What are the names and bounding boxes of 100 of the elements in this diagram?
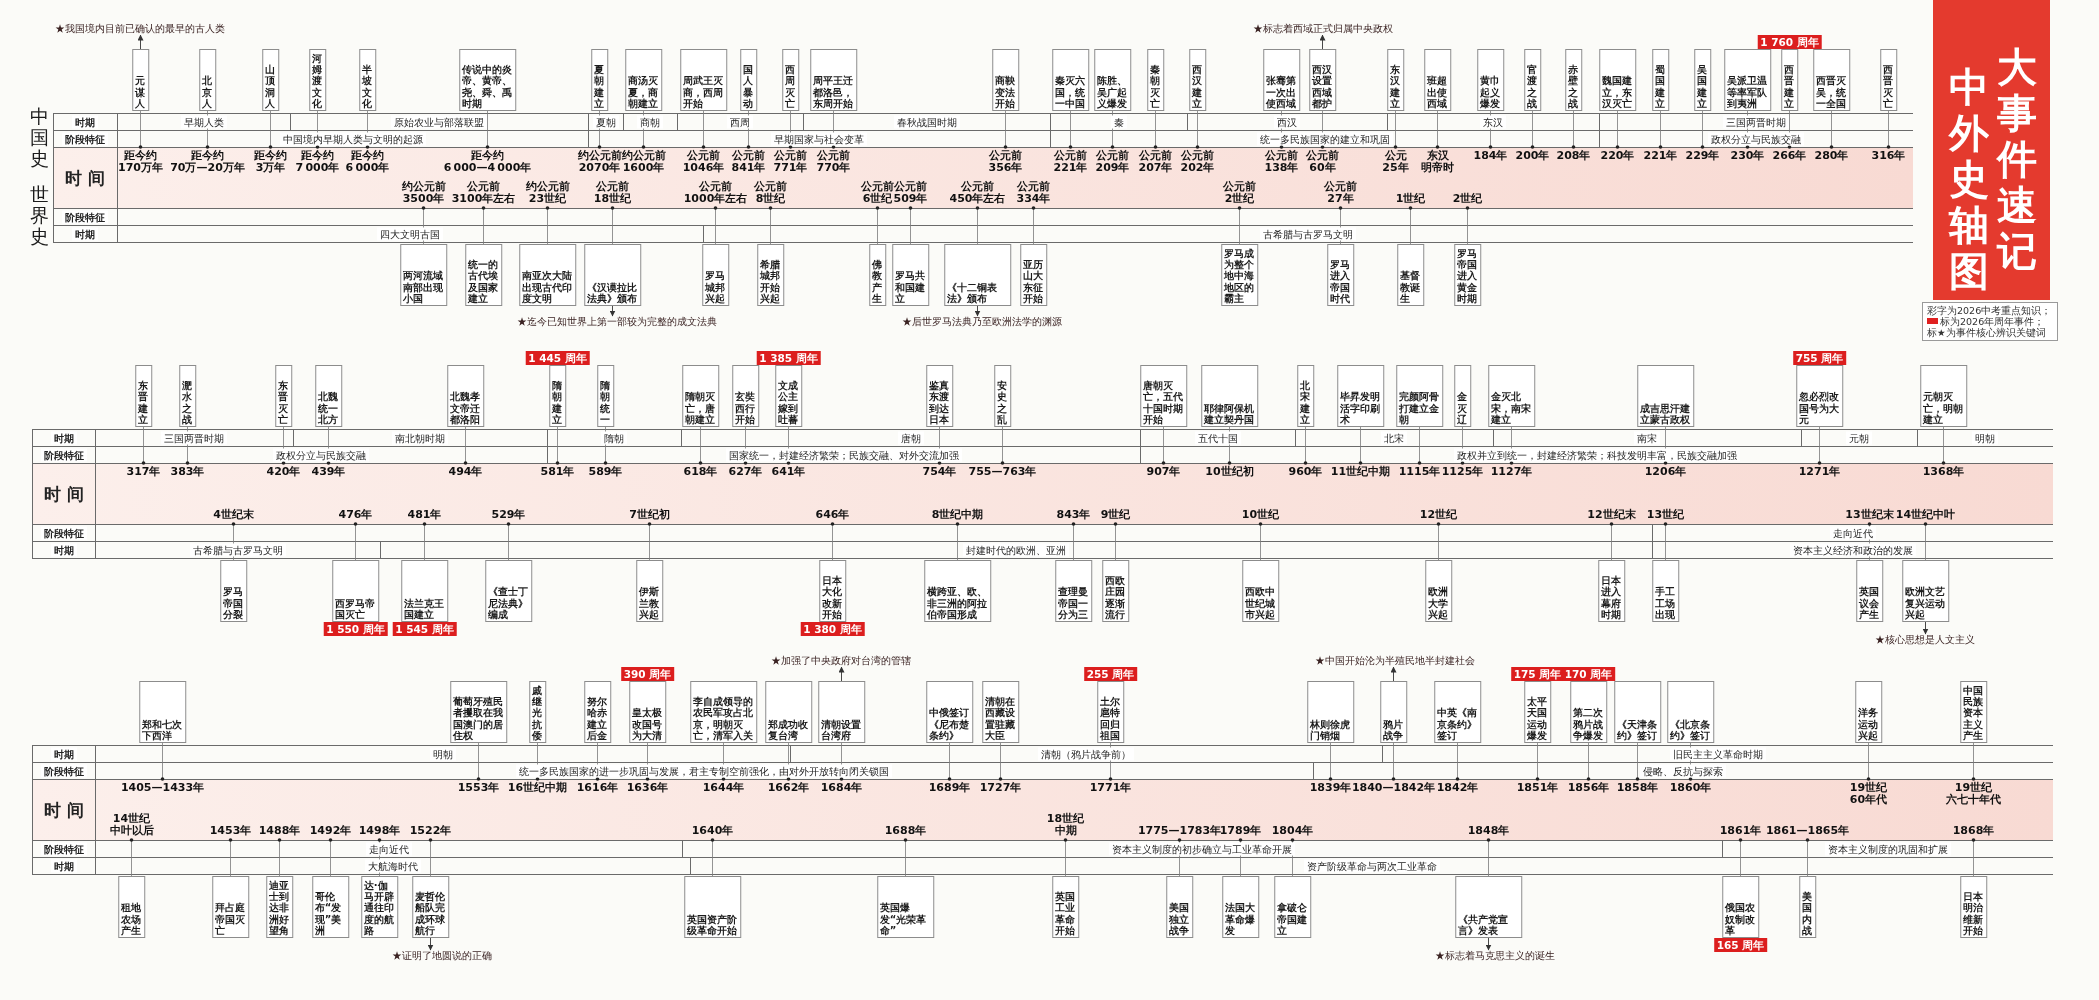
event-box: 金灭北宋，南宋建立 — [1487, 365, 1536, 427]
date-label: 1453年 — [209, 825, 252, 837]
date-label: 公元前138年 — [1264, 150, 1299, 174]
event-box: 官渡之战 — [1523, 49, 1542, 111]
date-label: 1405—1433年 — [120, 782, 205, 794]
event-box: 《北京条约》签订 — [1666, 681, 1715, 743]
date-label: 627年 — [728, 466, 763, 478]
date-label: 316年 — [1871, 150, 1906, 162]
anniversary-badge: 1 545 周年 — [392, 622, 457, 636]
date-label: 1775—1783年 — [1137, 825, 1222, 837]
date-label: 距今约6 000—4 000年 — [443, 150, 532, 174]
event-box: 西晋建立 — [1780, 49, 1799, 111]
anniversary-badge: 255 周年 — [1083, 667, 1138, 681]
date-label: 18世纪中期 — [1046, 813, 1085, 837]
annotation-note: ★加强了中央政府对台湾的管辖 — [771, 655, 911, 667]
date-label: 距今约6 000年 — [345, 150, 390, 174]
date-label: 12世纪末 — [1587, 509, 1636, 521]
event-box: 西汉设置西域都护 — [1308, 49, 1337, 111]
event-box: 日本进入幕府时期 — [1597, 560, 1626, 622]
event-box: 南亚次大陆出现古代印度文明 — [518, 244, 577, 306]
period-label: 东汉 — [1480, 115, 1506, 128]
event-box: 国人暴动 — [739, 49, 758, 111]
date-label: 529年 — [491, 509, 526, 521]
event-box: 文成公主嫁到吐蕃 — [774, 365, 803, 427]
event-box: 英国工业革命开始 — [1051, 876, 1080, 938]
event-box: 两河流域南部出现小国 — [399, 244, 448, 306]
event-box: 欧洲大学兴起 — [1424, 560, 1453, 622]
date-label: 1115年 — [1398, 466, 1441, 478]
event-box: 元朝灭亡，明朝建立 — [1919, 365, 1968, 427]
event-box: 罗马城邦兴起 — [701, 244, 730, 306]
event-box: 土尔扈特回归祖国 — [1096, 681, 1125, 743]
row-header: 阶段特征 — [62, 132, 108, 145]
date-label: 1684年 — [820, 782, 863, 794]
event-box: 《查士丁尼法典》编成 — [484, 560, 533, 622]
period-label: 清朝（鸦片战争前） — [1038, 747, 1134, 760]
date-label: 公元前18世纪 — [593, 181, 632, 205]
date-label: 843年 — [1056, 509, 1091, 521]
period-label: 大航海时代 — [364, 859, 421, 872]
event-box: 郑成功收复台湾 — [764, 681, 813, 743]
stage-label: 中国境内早期人类与文明的起源 — [279, 132, 426, 145]
date-label: 2世纪 — [1452, 193, 1483, 205]
event-box: 佛教产生 — [868, 244, 887, 306]
period-label: 古希腊与古罗马文明 — [189, 543, 286, 556]
event-box: 罗马成为整个地中海地区的霸主 — [1220, 244, 1259, 306]
event-box: 法兰克王国建立 — [400, 560, 449, 622]
date-label: 1688年 — [884, 825, 927, 837]
anniversary-badge: 1 445 周年 — [525, 351, 590, 365]
event-box: 北魏孝文帝迁都洛阳 — [446, 365, 485, 427]
date-label: 19世纪六七十年代 — [1946, 782, 2001, 806]
date-label: 公元前221年 — [1053, 150, 1088, 174]
date-label: 10世纪初 — [1205, 466, 1254, 478]
event-box: 忽必烈改国号为大元 — [1795, 365, 1844, 427]
period-label: 三国两晋时期 — [161, 431, 227, 444]
row-header: 时期 — [50, 859, 77, 872]
date-label: 1840—1842年 — [1351, 782, 1436, 794]
date-label: 13世纪 — [1646, 509, 1685, 521]
date-label: 494年 — [448, 466, 483, 478]
period-label: 资产阶级革命与两次工业革命 — [1303, 859, 1440, 872]
event-box: 基督教诞生 — [1396, 244, 1425, 306]
event-box: 西汉建立 — [1188, 49, 1207, 111]
event-box: 李自成领导的农民军攻占北京，明朝灭亡，清军入关 — [689, 681, 758, 743]
date-label: 1271年 — [1798, 466, 1841, 478]
annotation-note: ★我国境内目前已确认的最早的古人类 — [55, 23, 225, 35]
event-box: 英国议会产生 — [1855, 560, 1884, 622]
event-box: 鸦片战争 — [1379, 681, 1408, 743]
stage-label: 资本主义制度的初步确立与工业革命开展 — [1109, 842, 1295, 855]
event-box: 金灭辽 — [1453, 365, 1472, 427]
event-box: 葡萄牙殖民者攫取在我国澳门的居住权 — [449, 681, 508, 743]
event-box: 太平天国运动爆发 — [1523, 681, 1552, 743]
event-box: 隋朝灭亡，唐朝建立 — [681, 365, 720, 427]
date-label: 1689年 — [928, 782, 971, 794]
event-box: 戚继光抗倭 — [528, 681, 547, 743]
event-box: 西晋灭吴，统一全国 — [1812, 49, 1851, 111]
date-label: 1848年 — [1467, 825, 1510, 837]
event-box: 希腊城邦开始兴起 — [756, 244, 785, 306]
period-label: 商朝 — [637, 115, 663, 128]
event-box: 东晋建立 — [134, 365, 153, 427]
event-box: 毕昇发明活字印刷术 — [1336, 365, 1385, 427]
anniversary-badge: 175 周年 — [1510, 667, 1565, 681]
date-label: 1851年 — [1516, 782, 1559, 794]
section-header: 世界史 — [28, 184, 50, 247]
event-box: 罗马共和国建立 — [891, 244, 930, 306]
event-box: 蜀国建立 — [1651, 49, 1670, 111]
event-box: 西晋灭亡 — [1879, 49, 1898, 111]
event-box: 租地农场产生 — [117, 876, 146, 938]
date-label: 约公元前23世纪 — [525, 181, 570, 205]
date-label: 1804年 — [1271, 825, 1314, 837]
event-box: 拜占庭帝国灭亡 — [211, 876, 250, 938]
date-label: 481年 — [407, 509, 442, 521]
date-label: 1771年 — [1089, 782, 1132, 794]
anniversary-badge: 170 周年 — [1561, 667, 1616, 681]
date-label: 1861年 — [1719, 825, 1762, 837]
event-box: 河姆渡文化 — [308, 49, 327, 111]
date-label: 公元前509年 — [893, 181, 928, 205]
row-header: 时间 — [64, 167, 112, 188]
date-label: 公元前1046年 — [682, 150, 725, 174]
date-label: 约公元前2070年 — [577, 150, 622, 174]
stage-label: 政权分立与民族交融 — [1708, 132, 1804, 145]
date-label: 476年 — [338, 509, 373, 521]
event-box: 耶律阿保机建立契丹国 — [1200, 365, 1259, 427]
